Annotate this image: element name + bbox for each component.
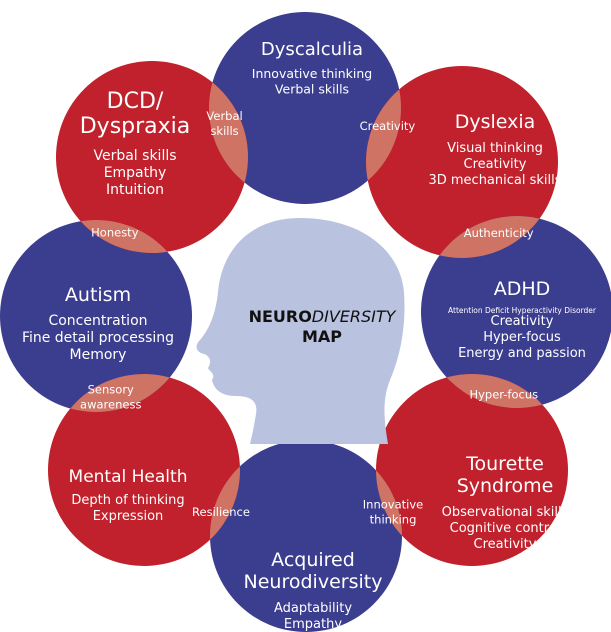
petal-title: Dyslexia [455, 111, 536, 133]
petal-dcd [56, 61, 248, 253]
petal-trait: Creativity [491, 314, 554, 329]
petal-trait: Observational skills [442, 505, 569, 520]
petal-trait: Energy and passion [458, 346, 586, 361]
petal-trait: Hyper-focus [483, 330, 561, 345]
petal-title: Acquired [271, 549, 355, 571]
petal-tourette [376, 374, 568, 566]
overlap-label-dcd-dyscalculia: Verbal [206, 109, 242, 123]
petal-mental-health [48, 374, 240, 566]
petal-trait: Empathy [284, 617, 342, 632]
petal-dyscalculia [209, 12, 401, 204]
petal-title: Dyscalculia [261, 39, 363, 60]
petal-trait: Cognitive control [450, 521, 561, 536]
overlap-label-autism-dcd: Honesty [91, 226, 139, 240]
petal-trait: Visual thinking [447, 141, 543, 156]
overlap-labels-layer: CreativityAuthenticityHyper-focusInnovat… [80, 109, 538, 527]
petal-title: Mental Health [69, 467, 188, 487]
overlap-label-tourette-acquired: thinking [370, 513, 417, 527]
center-title-line1: NEURODIVERSITY [249, 307, 397, 326]
petal-trait: Creativity [464, 157, 527, 172]
petal-trait: Verbal skills [275, 82, 349, 97]
petal-trait: Empathy [104, 165, 167, 181]
overlap-label-acquired-mental-health: Resilience [192, 505, 250, 519]
petal-subtitle: Attention Deficit Hyperactivity Disorder [448, 306, 597, 315]
petal-title: Autism [65, 284, 131, 306]
center-title-line2: MAP [302, 327, 342, 346]
petal-title: Neurodiversity [244, 571, 383, 593]
petal-trait: Expression [93, 509, 164, 524]
petal-adhd [421, 216, 611, 408]
petal-trait: Concentration [48, 313, 147, 329]
petal-dyslexia [366, 66, 558, 258]
petal-trait: Memory [70, 347, 127, 363]
petal-title: ADHD [494, 278, 551, 300]
petal-trait: Fine detail processing [22, 330, 174, 346]
petal-acquired [210, 440, 402, 632]
overlap-label-mental-health-autism: Sensory [88, 382, 134, 396]
petal-title: Syndrome [457, 475, 554, 497]
petal-autism [0, 220, 192, 412]
petal-trait: Depth of thinking [71, 493, 184, 508]
petals-layer [0, 12, 611, 632]
petal-trait: Creativity [474, 537, 537, 552]
overlap-label-mental-health-autism: awareness [80, 397, 141, 411]
petal-label-adhd: ADHD Attention Deficit Hyperactivity Diso… [448, 278, 597, 361]
petal-trait: Verbal skills [93, 148, 176, 164]
petal-trait: 3D mechanical skills [428, 173, 561, 188]
petal-label-acquired: AcquiredNeurodiversityAdaptabilityEmpath… [244, 549, 383, 632]
overlap-label-dyslexia-adhd: Authenticity [464, 226, 534, 240]
overlap-label-adhd-tourette: Hyper-focus [469, 388, 538, 402]
petal-trait: Innovative thinking [252, 66, 372, 81]
petal-title: Tourette [465, 453, 544, 475]
overlap-label-dyscalculia-dyslexia: Creativity [360, 119, 416, 133]
overlap-label-dcd-dyscalculia: skills [210, 124, 238, 138]
head-silhouette-icon [196, 218, 405, 444]
petal-title: DCD/ [107, 89, 164, 114]
petal-trait: Adaptability [274, 601, 352, 616]
petal-trait: Intuition [106, 182, 164, 198]
petal-title: Dyspraxia [80, 114, 191, 139]
overlap-label-tourette-acquired: Innovative [363, 498, 423, 512]
head-layer: NEURODIVERSITY MAP [196, 218, 405, 444]
